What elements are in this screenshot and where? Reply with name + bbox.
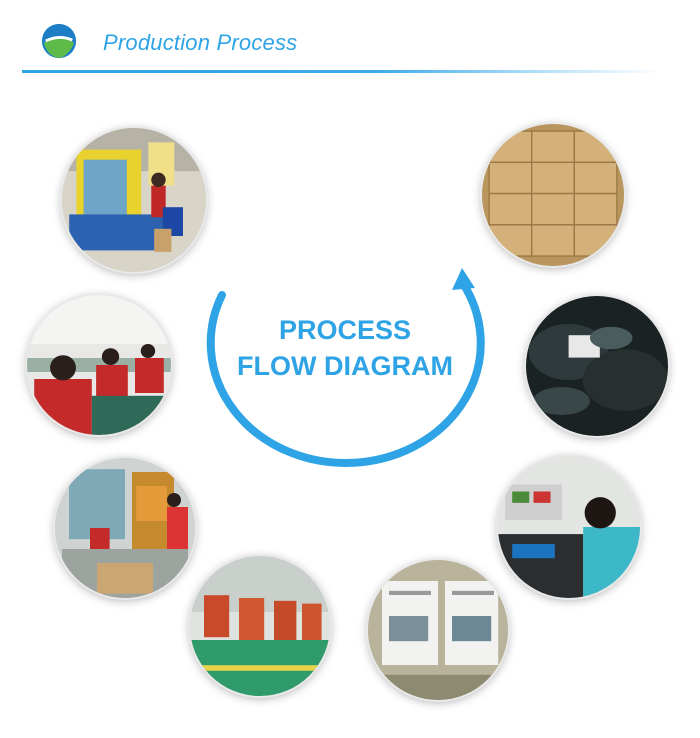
photo-work-instructions	[368, 560, 508, 700]
photo-testing-station	[498, 456, 640, 598]
page-title: Production Process	[103, 30, 298, 55]
photo-assembly-line	[27, 295, 171, 435]
header: Production Process	[0, 0, 700, 80]
header-divider	[22, 70, 662, 73]
photo-machine-shop	[55, 458, 195, 598]
company-logo-icon	[41, 23, 77, 59]
photo-bagged-products	[526, 296, 668, 436]
photo-factory-floor	[190, 556, 330, 696]
photo-injection-molding	[62, 128, 206, 272]
diagram-line-2: FLOW DIAGRAM	[237, 351, 453, 381]
photo-packed-cartons	[482, 124, 624, 266]
diagram-line-1: PROCESS	[278, 315, 412, 345]
flow-arrow-icon	[206, 268, 485, 467]
diagram-label: PROCESS FLOW DIAGRAM	[205, 312, 485, 384]
